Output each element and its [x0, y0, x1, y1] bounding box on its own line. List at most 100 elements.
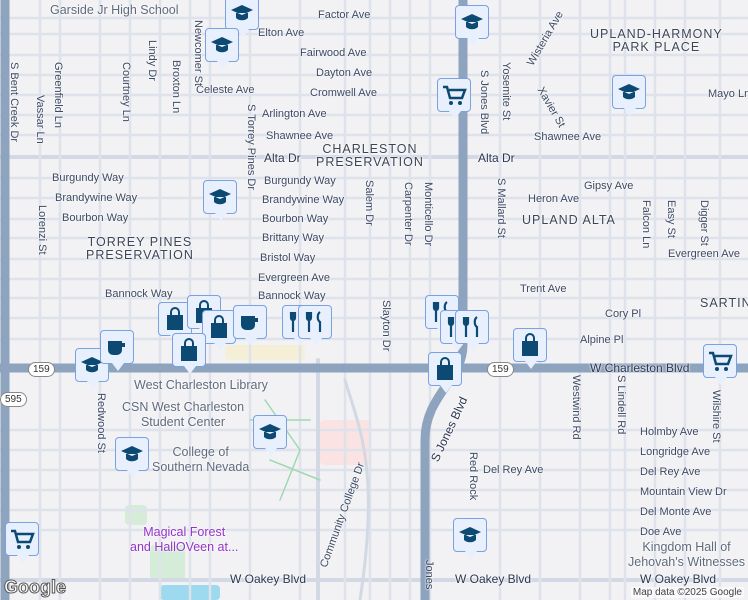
street-label: Evergreen Ave	[668, 248, 740, 260]
street-label: Bourbon Way	[62, 212, 129, 224]
graduation-cap-icon	[259, 424, 281, 440]
street-label: Broxton Ln	[170, 60, 182, 114]
street-label: W Oakey Blvd	[640, 572, 717, 586]
street-label: Trent Ave	[520, 283, 567, 295]
graduation-cap-icon	[121, 446, 143, 462]
google-logo: Google	[4, 577, 67, 598]
coffee-marker[interactable]	[100, 330, 134, 371]
shopping-bag-marker[interactable]	[513, 328, 547, 369]
shopping-bag-icon	[437, 357, 453, 380]
graduation-cap-marker[interactable]	[612, 75, 646, 116]
street-label: Vassar Ln	[34, 95, 46, 144]
graduation-cap-icon	[461, 14, 483, 30]
shopping-cart-icon	[443, 85, 467, 105]
poi-label: West Charleston Library	[134, 378, 268, 392]
shopping-cart-icon	[11, 529, 35, 549]
street-label: Red Rock	[467, 452, 479, 501]
coffee-marker[interactable]	[233, 305, 267, 346]
street-label: Del Monte Ave	[640, 506, 712, 518]
shopping-cart-marker[interactable]	[5, 522, 39, 563]
street-label: Salem Dr	[363, 180, 375, 226]
street-label: Del Rey Ave	[640, 466, 701, 478]
poi-label: Kingdom Hall of Jehovah's Witnesses	[628, 540, 746, 569]
street-label: W Oakey Blvd	[455, 572, 532, 586]
street-label: Monticello Dr	[422, 182, 434, 247]
street-label: Burgundy Way	[264, 175, 336, 187]
street-label: Heron Ave	[528, 193, 580, 205]
street-label: Lorenzi St	[36, 205, 48, 255]
street-label: W Charleston Blvd	[590, 361, 690, 375]
street-label: S Mallard St	[495, 178, 507, 238]
graduation-cap-marker[interactable]	[115, 437, 149, 478]
street-label: Brandywine Way	[262, 194, 345, 206]
graduation-cap-marker[interactable]	[203, 180, 237, 221]
street-label: Newcomer St	[192, 20, 204, 87]
street-label: Greenfield Ln	[52, 62, 64, 129]
shopping-bag-marker[interactable]	[428, 352, 462, 393]
restaurant-marker[interactable]	[455, 310, 489, 351]
street-label: Bannock Way	[105, 288, 173, 300]
street-label: Longridge Ave	[640, 446, 711, 458]
shopping-bag-icon	[211, 315, 227, 338]
street-label: Yosemite St	[500, 62, 512, 121]
shopping-bag-icon	[167, 307, 183, 330]
street-label: Digger St	[698, 200, 710, 246]
street-label: Bannock Way	[258, 290, 326, 302]
street-label: Brittany Way	[262, 232, 324, 244]
route-shield: 595	[0, 392, 27, 407]
street-label: Courtney Ln	[120, 62, 132, 122]
street-label: Cromwell Ave	[310, 87, 378, 99]
street-label: Shawnee Ave	[266, 130, 334, 142]
neighborhood-label: UPLAND ALTA	[522, 213, 616, 227]
street-label: Shawnee Ave	[534, 131, 602, 143]
restaurant-marker[interactable]	[298, 305, 332, 346]
graduation-cap-marker[interactable]	[205, 28, 239, 69]
restaurant-icon	[305, 311, 322, 332]
street-label: Cory Pl	[605, 308, 642, 320]
restaurant-icon	[289, 311, 306, 332]
street-label: Falcon Ln	[640, 200, 652, 249]
street-label: Bourbon Way	[262, 213, 329, 225]
graduation-cap-marker[interactable]	[455, 5, 489, 46]
street-label: Brandywine Way	[55, 192, 138, 204]
neighborhood-label: SARTIN	[700, 296, 748, 310]
street-label: Alta Dr	[478, 151, 515, 165]
park-area	[125, 505, 147, 525]
shopping-cart-marker[interactable]	[703, 344, 737, 385]
restaurant-icon	[462, 316, 479, 337]
commercial-area	[225, 345, 305, 360]
street-label: S Torrey Pines Dr	[245, 104, 257, 190]
street-label: Gipsy Ave	[584, 180, 634, 192]
poi-label: College of Southern Nevada	[152, 445, 250, 474]
street-label: Easy St	[665, 200, 677, 238]
street-label: Doe Ave	[640, 526, 682, 538]
street-label: Fairwood Ave	[300, 47, 367, 59]
poi-label: Garside Jr High School	[50, 3, 179, 17]
shopping-cart-marker[interactable]	[437, 78, 471, 119]
street-label: Mountain View Dr	[640, 486, 727, 498]
street-label: S Lindell Rd	[615, 375, 627, 435]
street-label: Lindy Dr	[146, 40, 158, 81]
community-college-dr	[343, 378, 370, 600]
street-label: Arlington Ave	[262, 108, 327, 120]
street-label: Jones	[423, 560, 435, 590]
graduation-cap-icon	[459, 527, 481, 543]
graduation-cap-marker[interactable]	[453, 518, 487, 559]
street-label: Evergreen Ave	[258, 272, 330, 284]
shopping-bag-icon	[181, 338, 197, 361]
street-label: Alta Dr	[264, 151, 301, 165]
graduation-cap-marker[interactable]	[225, 0, 259, 37]
street-label: Dayton Ave	[316, 67, 373, 79]
shopping-bag-marker[interactable]	[202, 310, 236, 351]
graduation-cap-marker[interactable]	[253, 415, 287, 456]
restaurant-icon	[447, 316, 464, 337]
graduation-cap-icon	[231, 5, 253, 21]
route-shield: 159	[28, 362, 55, 377]
street-label: Westwind Rd	[570, 375, 582, 440]
graduation-cap-icon	[211, 37, 233, 53]
coffee-icon	[108, 341, 125, 355]
map-attribution: Map data ©2025 Google	[630, 587, 744, 598]
shopping-cart-icon	[709, 351, 733, 371]
shopping-bag-marker[interactable]	[172, 333, 206, 374]
neighborhood-label: CHARLESTON PRESERVATION	[316, 142, 424, 169]
